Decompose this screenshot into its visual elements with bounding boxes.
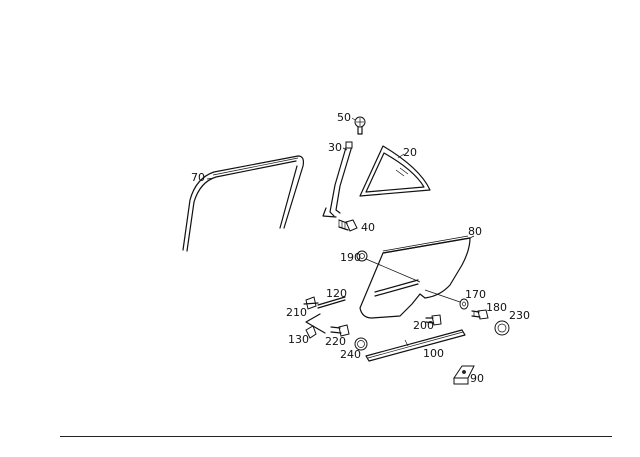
part-label-180: 180	[486, 301, 507, 314]
door-glass-drawing	[359, 235, 475, 319]
lower-channel-drawing	[374, 279, 419, 297]
part-label-120: 120	[326, 287, 347, 300]
part-label-190: 190	[340, 251, 361, 264]
screw-top-drawing	[351, 116, 366, 135]
part-label-200: 200	[413, 319, 434, 332]
part-label-80: 80	[468, 225, 482, 238]
bolt-lower-drawing	[425, 314, 442, 326]
screw-drawing	[471, 309, 489, 320]
belt-weatherstrip-drawing	[365, 329, 466, 362]
bolt-small-drawing	[330, 324, 350, 337]
ring-seal-drawing	[354, 337, 368, 351]
part-label-240: 240	[340, 348, 361, 361]
part-label-170: 170	[465, 288, 486, 301]
part-label-70: 70	[191, 171, 205, 184]
clip-drawing	[356, 250, 421, 283]
part-label-30: 30	[328, 141, 342, 154]
part-label-130: 130	[288, 333, 309, 346]
window-frame-seal-drawing	[182, 155, 305, 252]
part-label-220: 220	[325, 335, 346, 348]
part-label-230: 230	[509, 309, 530, 322]
part-label-90: 90	[470, 372, 484, 385]
quarter-glass-drawing	[359, 145, 431, 197]
retainer-clip-drawing	[305, 313, 326, 339]
part-label-40: 40	[361, 221, 375, 234]
part-label-100: 100	[423, 347, 444, 360]
part-label-20: 20	[403, 146, 417, 159]
bracket-drawing	[303, 296, 319, 310]
mounting-bracket-drawing	[453, 365, 475, 385]
part-label-210: 210	[286, 306, 307, 319]
window-channel-drawing	[317, 296, 346, 309]
guide-rail-drawing	[322, 141, 353, 218]
footer-divider	[60, 436, 612, 437]
washer-drawing	[424, 289, 469, 310]
part-label-50: 50	[337, 111, 351, 124]
grommet-drawing	[494, 320, 510, 336]
bolt-drawing	[338, 219, 358, 232]
